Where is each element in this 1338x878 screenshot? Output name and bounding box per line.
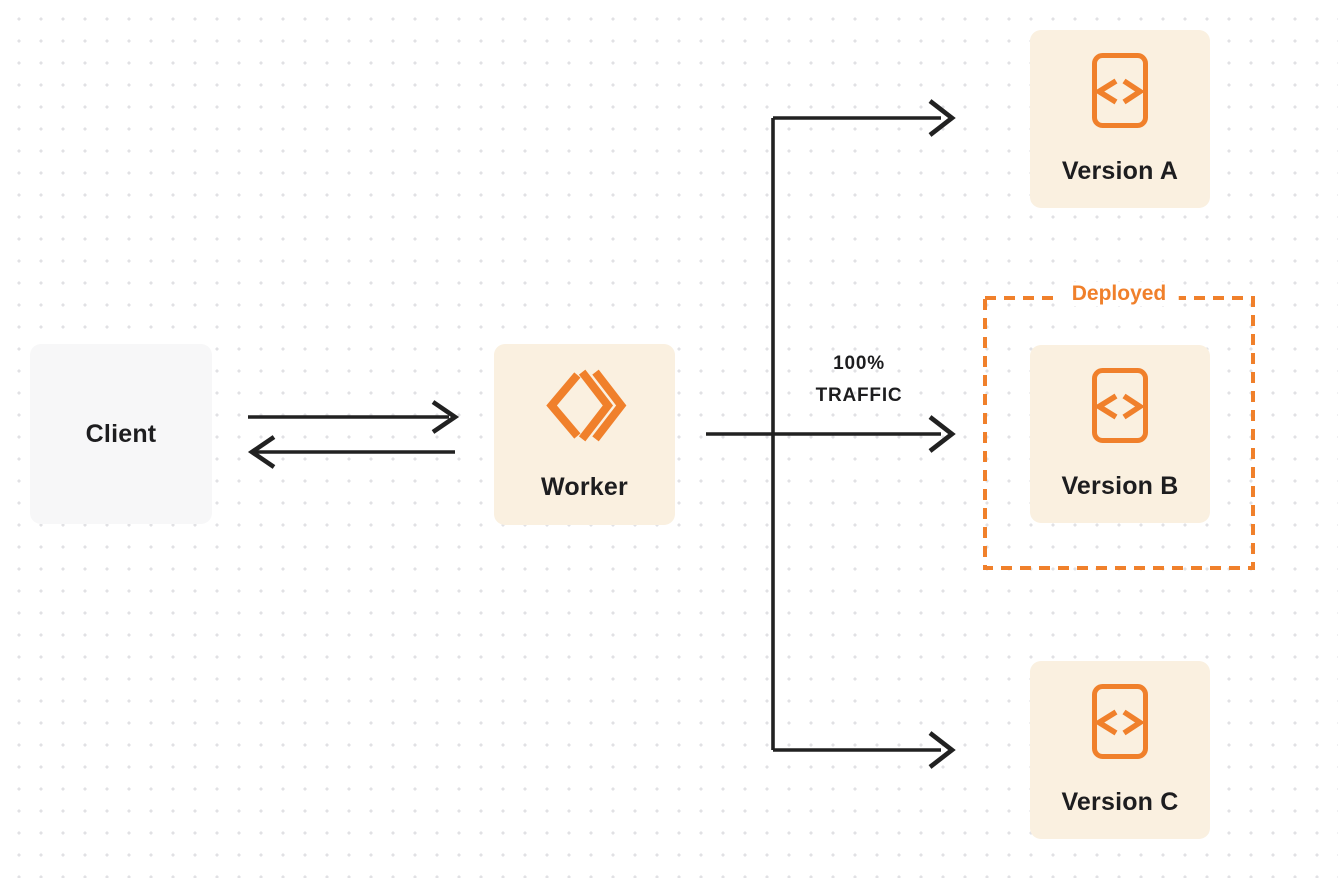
arrowhead-version-a xyxy=(928,99,956,137)
worker-chevrons-icon xyxy=(543,367,627,449)
code-file-icon xyxy=(1092,683,1148,764)
version-a-node: Version A xyxy=(1030,30,1210,208)
version-c-label: Version C xyxy=(1061,787,1179,816)
traffic-percent: 100% xyxy=(833,353,885,374)
deployed-label: Deployed xyxy=(1059,282,1179,306)
version-a-label: Version A xyxy=(1061,156,1179,185)
version-b-label: Version B xyxy=(1061,471,1179,500)
traffic-word: TRAFFIC xyxy=(815,385,903,406)
worker-label: Worker xyxy=(541,473,628,501)
arrowhead-worker-to-client xyxy=(247,435,276,469)
worker-node: Worker xyxy=(494,344,675,525)
arrowhead-client-to-worker xyxy=(431,400,460,434)
traffic-label: 100% TRAFFIC xyxy=(788,348,930,412)
version-b-node: Version B xyxy=(1030,345,1210,523)
deployed-group-frame: Deployed xyxy=(983,282,1255,570)
arrowhead-version-c xyxy=(928,731,956,769)
client-label: Client xyxy=(85,419,157,448)
client-node: Client xyxy=(30,344,212,524)
code-file-icon xyxy=(1092,52,1148,133)
code-file-icon xyxy=(1092,367,1148,448)
version-c-node: Version C xyxy=(1030,661,1210,839)
arrowhead-version-b xyxy=(928,415,956,453)
